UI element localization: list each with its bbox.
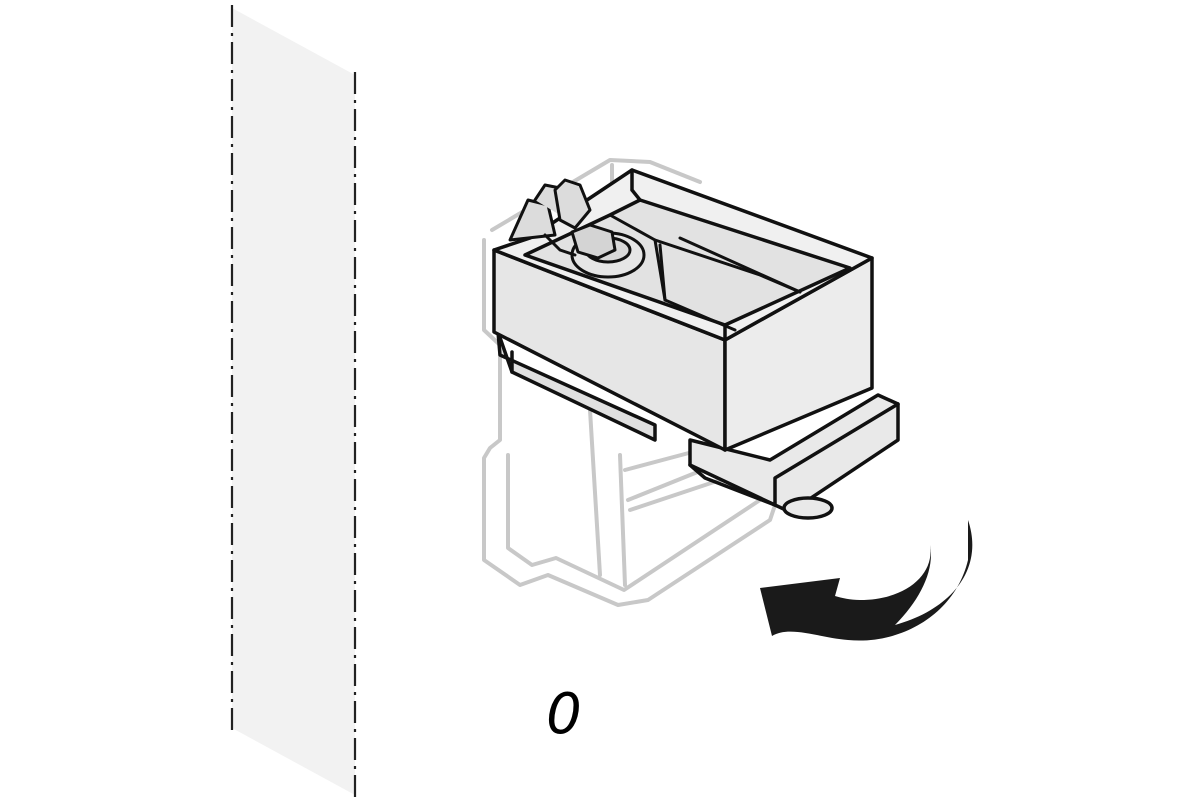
rotate-arrow-icon (760, 520, 973, 641)
step-label: 0 (546, 682, 582, 747)
wall-panel (230, 5, 357, 798)
container-in-position (492, 168, 900, 520)
